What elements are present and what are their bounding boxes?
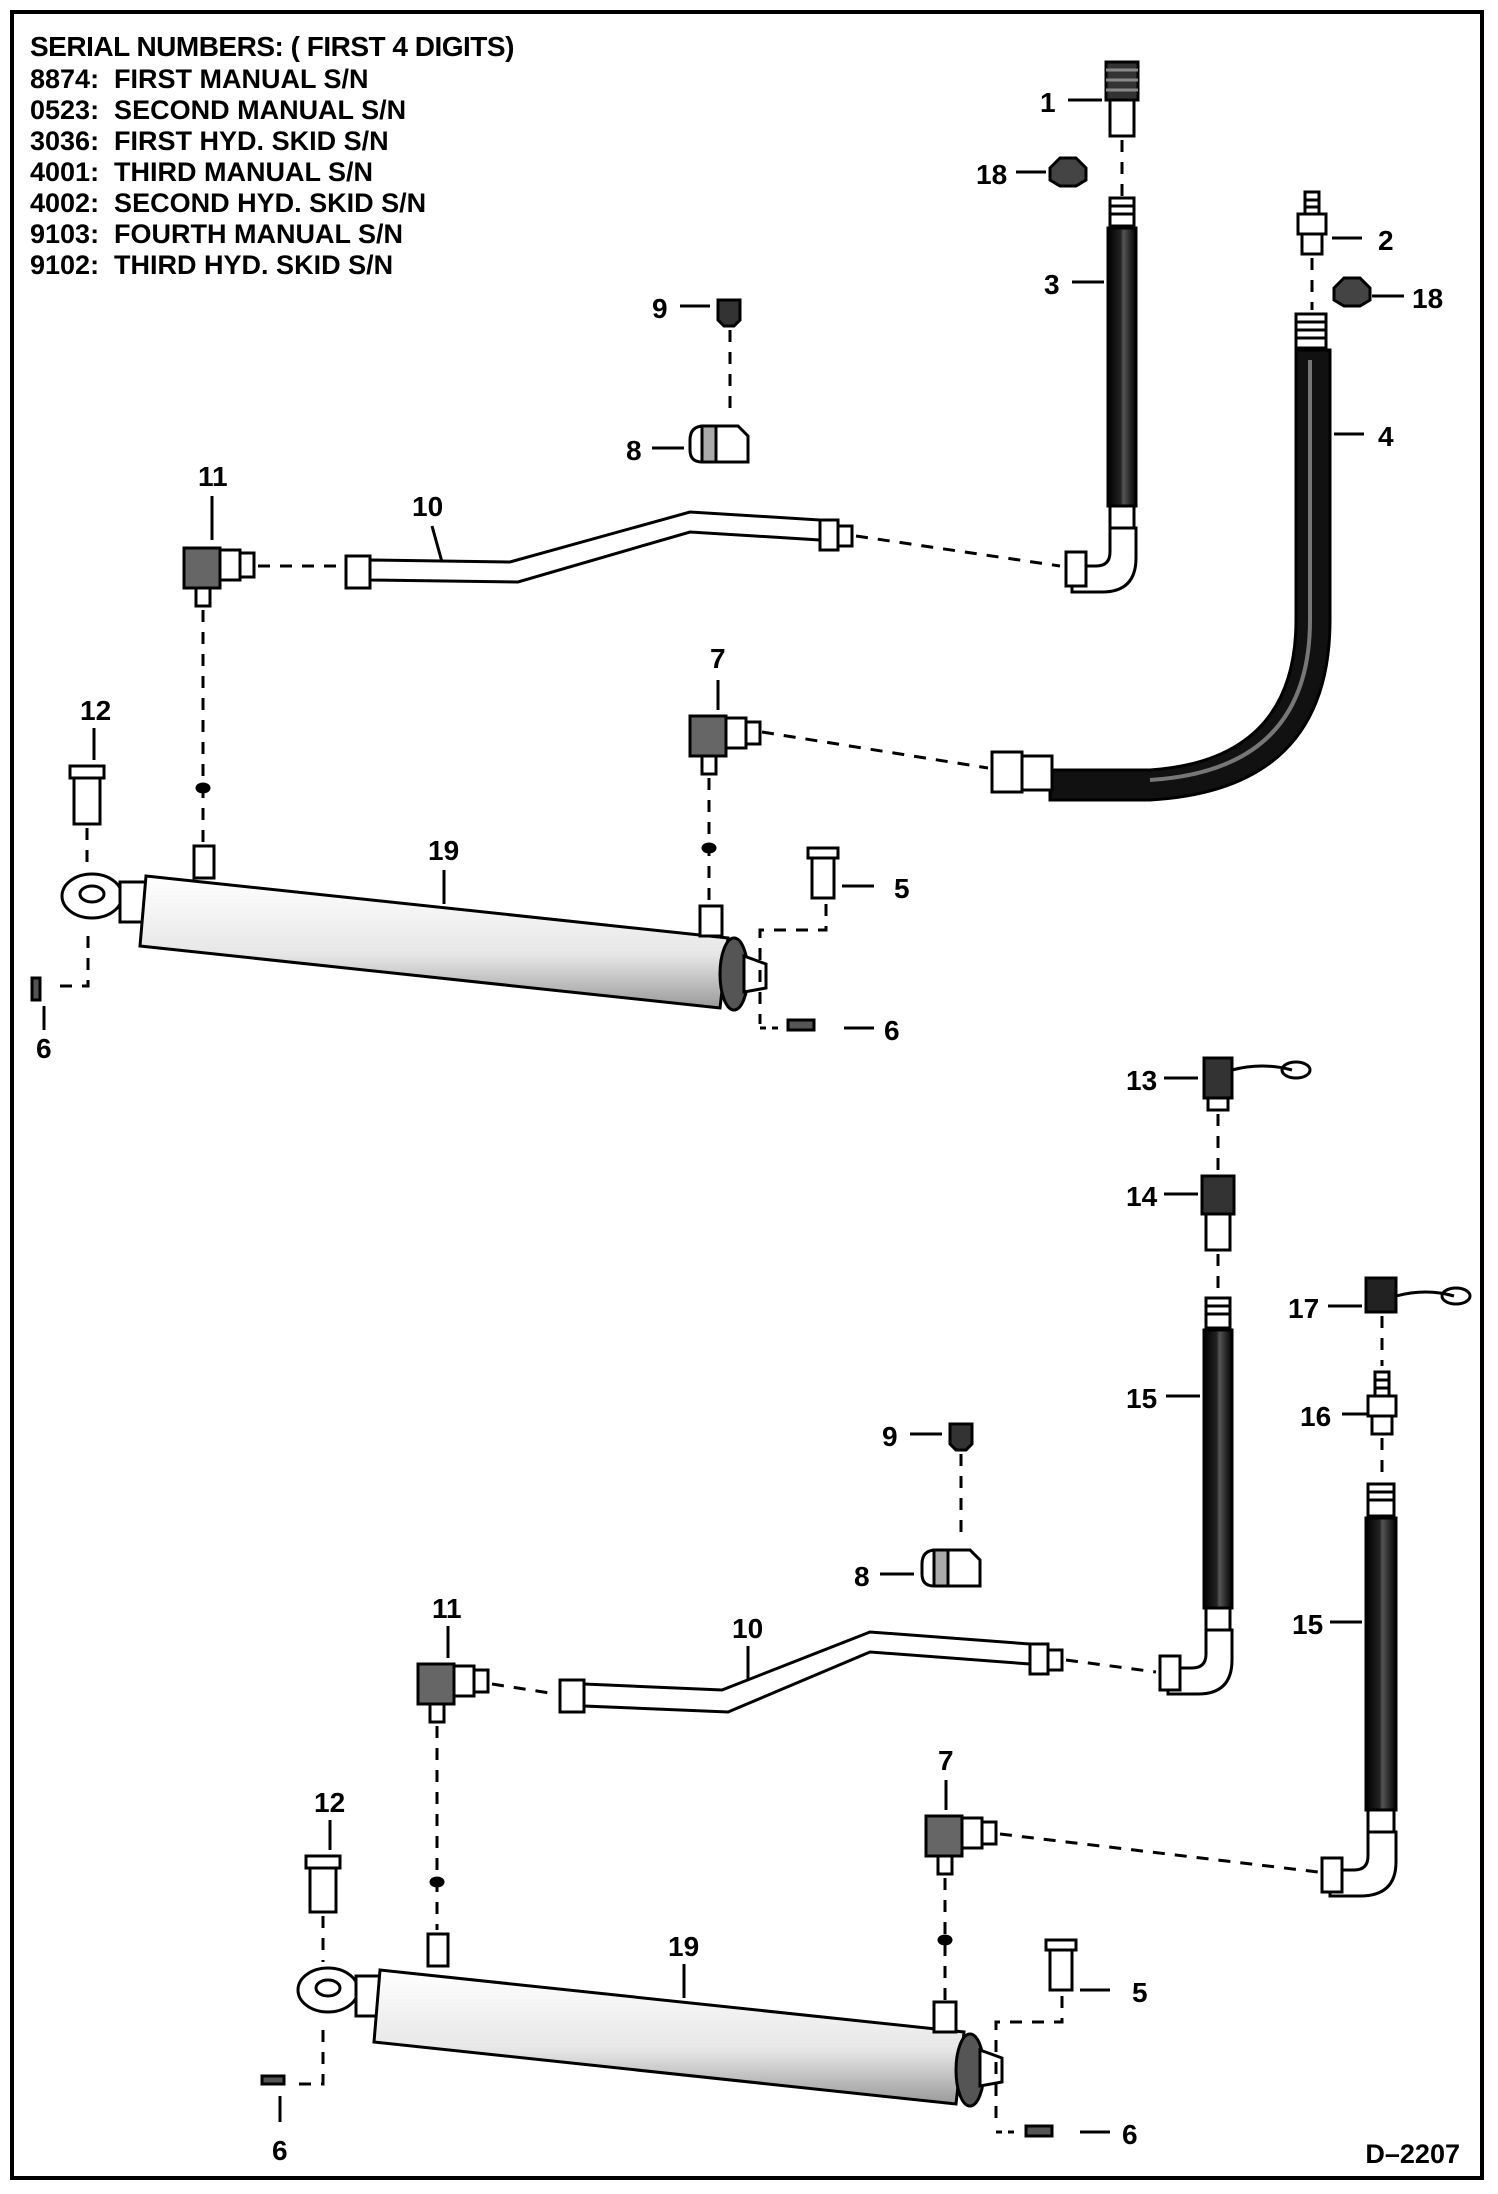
callout-8: 8: [626, 435, 642, 466]
top-assembly: [30, 60, 1372, 1032]
callout-9: 9: [882, 1421, 898, 1452]
serial-number-legend: SERIAL NUMBERS: ( FIRST 4 DIGITS) 8874: …: [30, 30, 514, 281]
leader-line: [58, 936, 90, 988]
leader-line: [491, 1682, 557, 1696]
bottom-assembly: [260, 1056, 1472, 2138]
dust-cap-part-17: [1364, 1276, 1472, 1314]
leader-line: [855, 534, 1061, 568]
diagram-frame: [10, 10, 1484, 2180]
nut-part-9: [948, 1422, 974, 1452]
callout-11: 11: [198, 461, 228, 492]
coupler-part-14: [1200, 1174, 1236, 1252]
leader-line: [292, 2030, 325, 2086]
hose-part-15: [1158, 1296, 1234, 1696]
callout-12: 12: [80, 695, 111, 726]
serial-row: 4002: SECOND HYD. SKID S/N: [30, 188, 427, 218]
serial-row: 4001: THIRD MANUAL S/N: [30, 157, 374, 187]
serial-row: 8874: FIRST MANUAL S/N: [30, 64, 369, 94]
leader-line: [999, 1832, 1319, 1874]
leader-line: [761, 730, 989, 770]
callout-17: 17: [1288, 1293, 1319, 1324]
cap-nut-part-18: [1048, 156, 1088, 188]
callout-labels-bottom: 13 14 17 15 16 9 8 15 11 10 7 12 19 5 6 …: [272, 1065, 1331, 2166]
leader-line: [1065, 1658, 1157, 1674]
hose-part-4: [990, 312, 1332, 802]
callout-7: 7: [710, 643, 726, 674]
callout-11: 11: [432, 1593, 462, 1624]
callout-labels-top: 1 18 2 3 18 4 9 8 11 10 7 12 19 5 6 6: [36, 87, 1443, 1064]
callout-4: 4: [1378, 421, 1394, 452]
leader-line: [994, 1996, 1064, 2128]
cap-nut-part-18: [1332, 276, 1372, 308]
callout-1: 1: [1040, 87, 1056, 118]
elbow-fitting-part-7: [924, 1814, 998, 1876]
clamp-part-8: [688, 424, 750, 464]
coupler-part-1: [1104, 60, 1140, 138]
hose-part-15: [1320, 1482, 1398, 1898]
callout-13: 13: [1126, 1065, 1157, 1096]
roll-pin-part-6: [30, 976, 816, 1032]
callout-leaders: [42, 98, 1404, 2134]
serial-row: 3036: FIRST HYD. SKID S/N: [30, 126, 389, 156]
callout-6: 6: [884, 1015, 900, 1046]
callout-15: 15: [1126, 1383, 1157, 1414]
clamp-part-8: [920, 1548, 982, 1588]
hose-part-3: [1064, 196, 1138, 594]
callout-2: 2: [1378, 225, 1394, 256]
fitting-part-16: [1366, 1370, 1398, 1436]
cylinder-part-19: [60, 844, 768, 1012]
callout-7: 7: [938, 1745, 954, 1776]
nut-part-9: [716, 298, 742, 328]
tube-part-10: [344, 510, 854, 590]
drawing-number: D–2207: [1365, 2139, 1460, 2169]
serial-row: 9103: FOURTH MANUAL S/N: [30, 219, 404, 249]
callout-6: 6: [272, 2135, 288, 2166]
roll-pin-part-6: [260, 2074, 1054, 2138]
fitting-part-2: [1296, 190, 1328, 256]
callout-12: 12: [314, 1787, 345, 1818]
elbow-fitting-part-11: [416, 1662, 490, 1724]
pin-part-12: [68, 764, 106, 826]
callout-6: 6: [36, 1033, 52, 1064]
callout-6: 6: [1122, 2119, 1138, 2150]
pin-part-5: [806, 846, 840, 900]
leader-line: [758, 904, 828, 1024]
callout-3: 3: [1044, 269, 1060, 300]
serial-legend-title: SERIAL NUMBERS: ( FIRST 4 DIGITS): [30, 31, 514, 62]
callout-18: 18: [1412, 283, 1443, 314]
callout-19: 19: [428, 835, 459, 866]
callout-10: 10: [732, 1613, 763, 1644]
pin-part-5: [1044, 1938, 1078, 1992]
coupler-part-13: [1202, 1056, 1312, 1112]
callout-15: 15: [1292, 1609, 1323, 1640]
serial-row: 0523: SECOND MANUAL S/N: [30, 95, 407, 125]
elbow-fitting-part-11: [182, 546, 256, 608]
callout-9: 9: [652, 293, 668, 324]
tube-part-10: [558, 1630, 1064, 1714]
callout-19: 19: [668, 1931, 699, 1962]
elbow-fitting-part-7: [688, 714, 762, 776]
cylinder-part-19: [296, 1932, 1004, 2108]
callout-18: 18: [976, 159, 1007, 190]
callout-8: 8: [854, 1561, 870, 1592]
callout-14: 14: [1126, 1181, 1158, 1212]
callout-16: 16: [1300, 1401, 1331, 1432]
pin-part-12: [304, 1854, 342, 1914]
callout-5: 5: [1132, 1977, 1148, 2008]
serial-row: 9102: THIRD HYD. SKID S/N: [30, 250, 394, 280]
callout-5: 5: [894, 873, 910, 904]
callout-10: 10: [412, 491, 443, 522]
